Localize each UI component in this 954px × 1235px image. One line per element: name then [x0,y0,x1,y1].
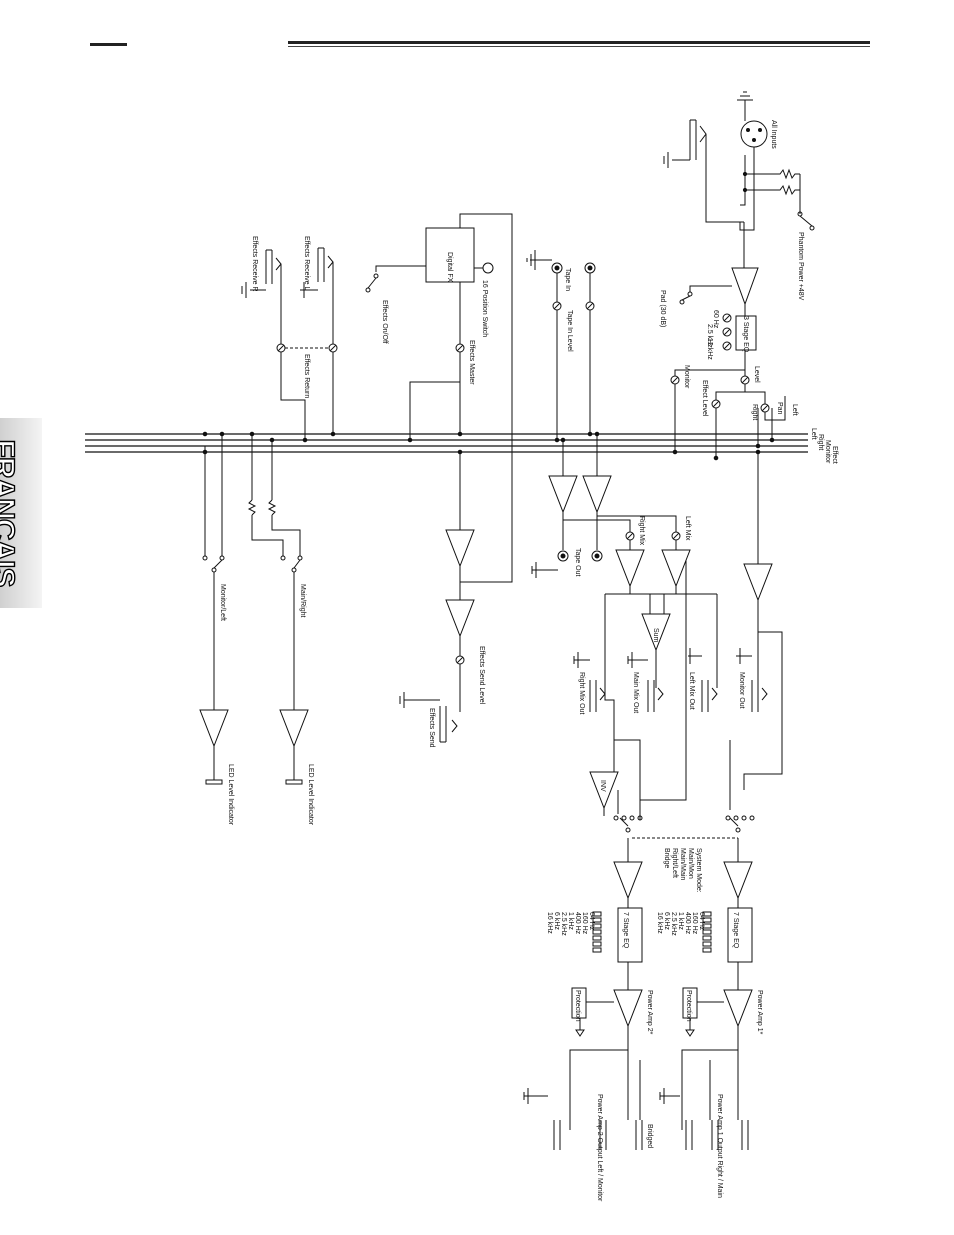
effects-receive-r-label: Effects Receive R [251,236,258,292]
left-mix-out-label: Left Mix Out [688,672,695,710]
svg-text:400 Hz: 400 Hz [574,912,581,935]
effects-on-off-label: Effects On/Off [381,300,388,344]
power-amp-2-label: Power Amp 2* [646,990,653,1035]
svg-text:1 kHz: 1 kHz [677,912,684,930]
mix-section [531,431,783,839]
led-level-indicator-1-label: LED Level Indicator [227,764,234,826]
bus-label-effect: Effect [831,446,838,464]
svg-text:400 Hz: 400 Hz [684,912,691,935]
protection-box-2 [571,987,587,1019]
svg-text:System Mode:: System Mode: [695,848,702,893]
svg-text:64 Hz: 64 Hz [588,912,595,931]
header-rule-left [90,43,127,46]
monitor-out-label: Monitor Out [738,672,745,709]
right-mix-out-label: Right Mix Out [578,672,585,714]
svg-text:2.5 kHz: 2.5 kHz [670,912,677,936]
right-mix-label: Right Mix [638,516,645,546]
language-tab [0,418,42,608]
bus-label-left: Left [810,428,817,440]
effects-send [399,449,475,743]
input-channel [663,91,815,461]
monitor-left-label: Monitor/Left [219,584,226,621]
power-amp-1-label: Power Amp 1* [756,990,763,1035]
bus-label-monitor: Monitor [824,440,831,464]
input-channel-labels: All Inputs Phantom Power +48V Pad (30 dB… [659,120,804,420]
sum-label: Sum [652,628,659,643]
pan-left-label: Left [791,404,798,416]
effects-send-label: Effects Send [428,708,435,748]
led-meter-section [199,431,309,785]
svg-text:2.5 kHz: 2.5 kHz [560,912,567,936]
eq7-label-2: 7 Stage EQ [622,912,629,949]
digital-fx-label: Digital FX [446,252,453,283]
svg-text:6 kHz: 6 kHz [663,912,670,930]
header-rule-right-thin [288,46,870,47]
main-mix-out-label: Main Mix Out [632,672,639,713]
svg-text:6 kHz: 6 kHz [553,912,560,930]
system-mode-label: System Mode: Main/Mon Main/Main Right/Le… [663,848,702,893]
eq3-label: 3 Stage EQ [742,316,749,353]
effects-receive [241,247,338,443]
left-mix-label: Left Mix [684,516,691,541]
svg-text:Main/Main: Main/Main [679,848,686,880]
eq7-bands-1: 64 Hz 160 Hz 400 Hz 1 kHz 2.5 kHz 6 kHz … [656,912,705,936]
effects-return-label: Effects Return [303,354,310,398]
svg-text:1 kHz: 1 kHz [567,912,574,930]
led-level-indicator-2-label: LED Level Indicator [307,764,314,826]
effects-receive-l-label: Effects Receive L [303,236,310,290]
pan-label: Pan [776,402,783,415]
pa2-output-label: Power Amp 2 Output Left / Monitor [596,1094,603,1202]
phantom-power-label: Phantom Power +48V [797,232,804,301]
eq7-box-2 [617,907,643,963]
svg-text:16 kHz: 16 kHz [656,912,663,934]
svg-text:Right/Left: Right/Left [671,848,678,878]
power-amp-section [523,838,753,1150]
pan-right-label: Right [751,404,758,420]
protection-label-2: Protection [574,990,581,1022]
eq3-band-12k: 12 kHz [706,338,713,360]
bus-labels: Left Right Monitor Effect [810,428,838,464]
tape-in-label: Tape In [564,268,571,291]
pad-label: Pad (30 dB) [659,290,666,327]
tape-in [526,250,596,443]
effects-master-label: Effects Master [468,340,475,385]
level-label: Level [753,366,760,383]
eq7-box-1 [727,907,753,963]
main-right-label: Main/Right [299,584,306,618]
all-inputs-label: All Inputs [770,120,777,149]
monitor-label: Monitor [683,365,690,389]
mix-buses [85,433,808,453]
effect-level-label: Effect Level [701,380,708,417]
eq7-bands-2: 64 Hz 160 Hz 400 Hz 1 kHz 2.5 kHz 6 kHz … [546,912,595,936]
position-switch-icon [482,262,494,274]
eq3-band-60: 60 Hz [712,310,719,329]
bus-label-right: Right [817,434,824,450]
inv-label: INV [599,780,606,792]
svg-text:16 kHz: 16 kHz [546,912,553,934]
pa1-output-label: Power Amp 1 Output Right / Main [716,1094,723,1198]
svg-text:Bridge: Bridge [663,848,670,868]
eq7-label-1: 7 Stage EQ [732,912,739,949]
digital-fx [365,213,513,583]
svg-text:Main/Mon: Main/Mon [687,848,694,879]
bridged-label: Bridged [646,1124,653,1148]
protection-label-1: Protection [685,990,692,1022]
header-rule-right [288,41,870,44]
tape-in-level-label: Tape In Level [566,310,573,352]
eq3-box [735,315,757,351]
xlr-input-icon [740,120,768,148]
effects-send-level-label: Effects Send Level [478,646,485,705]
tape-out-label: Tape Out [574,548,581,576]
svg-text:160 Hz: 160 Hz [581,912,588,935]
digital-fx-box [425,227,475,283]
svg-text:160 Hz: 160 Hz [691,912,698,935]
eq3-band-2k5: 2.5 kHz [706,324,713,348]
svg-text:64 Hz: 64 Hz [698,912,705,931]
position-switch-label: 16 Position Switch [481,280,488,337]
